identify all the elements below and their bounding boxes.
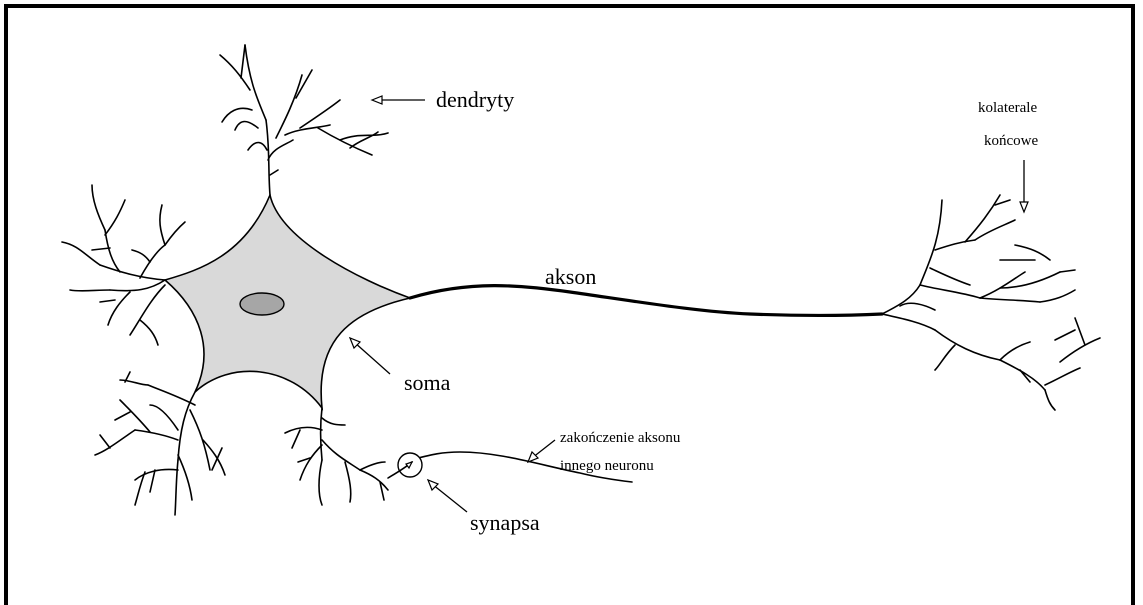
soma-body bbox=[165, 195, 410, 408]
label-dendrites: dendryty bbox=[436, 87, 514, 112]
nucleus bbox=[240, 293, 284, 315]
dendrites-bottom-right bbox=[285, 408, 388, 505]
arrow-other-axon bbox=[528, 440, 555, 462]
label-other-axon-line2: innego neuronu bbox=[560, 458, 654, 474]
dendrites-bottom-left bbox=[95, 372, 225, 515]
label-axon: akson bbox=[545, 264, 596, 289]
arrow-collaterals bbox=[1020, 160, 1028, 212]
arrow-synapse bbox=[428, 480, 467, 512]
arrow-soma bbox=[350, 338, 390, 374]
label-collaterals-line2: końcowe bbox=[984, 133, 1038, 149]
label-collaterals-line1: kolaterale bbox=[978, 100, 1037, 116]
label-other-axon-line1: zakończenie aksonu bbox=[560, 430, 681, 446]
dendrites-top bbox=[220, 45, 388, 195]
terminal-collaterals bbox=[882, 195, 1100, 410]
axon bbox=[410, 286, 882, 316]
dendrites-left bbox=[62, 185, 185, 345]
label-synapse: synapsa bbox=[470, 510, 540, 535]
arrow-dendrites bbox=[372, 96, 425, 104]
label-soma: soma bbox=[404, 370, 451, 395]
